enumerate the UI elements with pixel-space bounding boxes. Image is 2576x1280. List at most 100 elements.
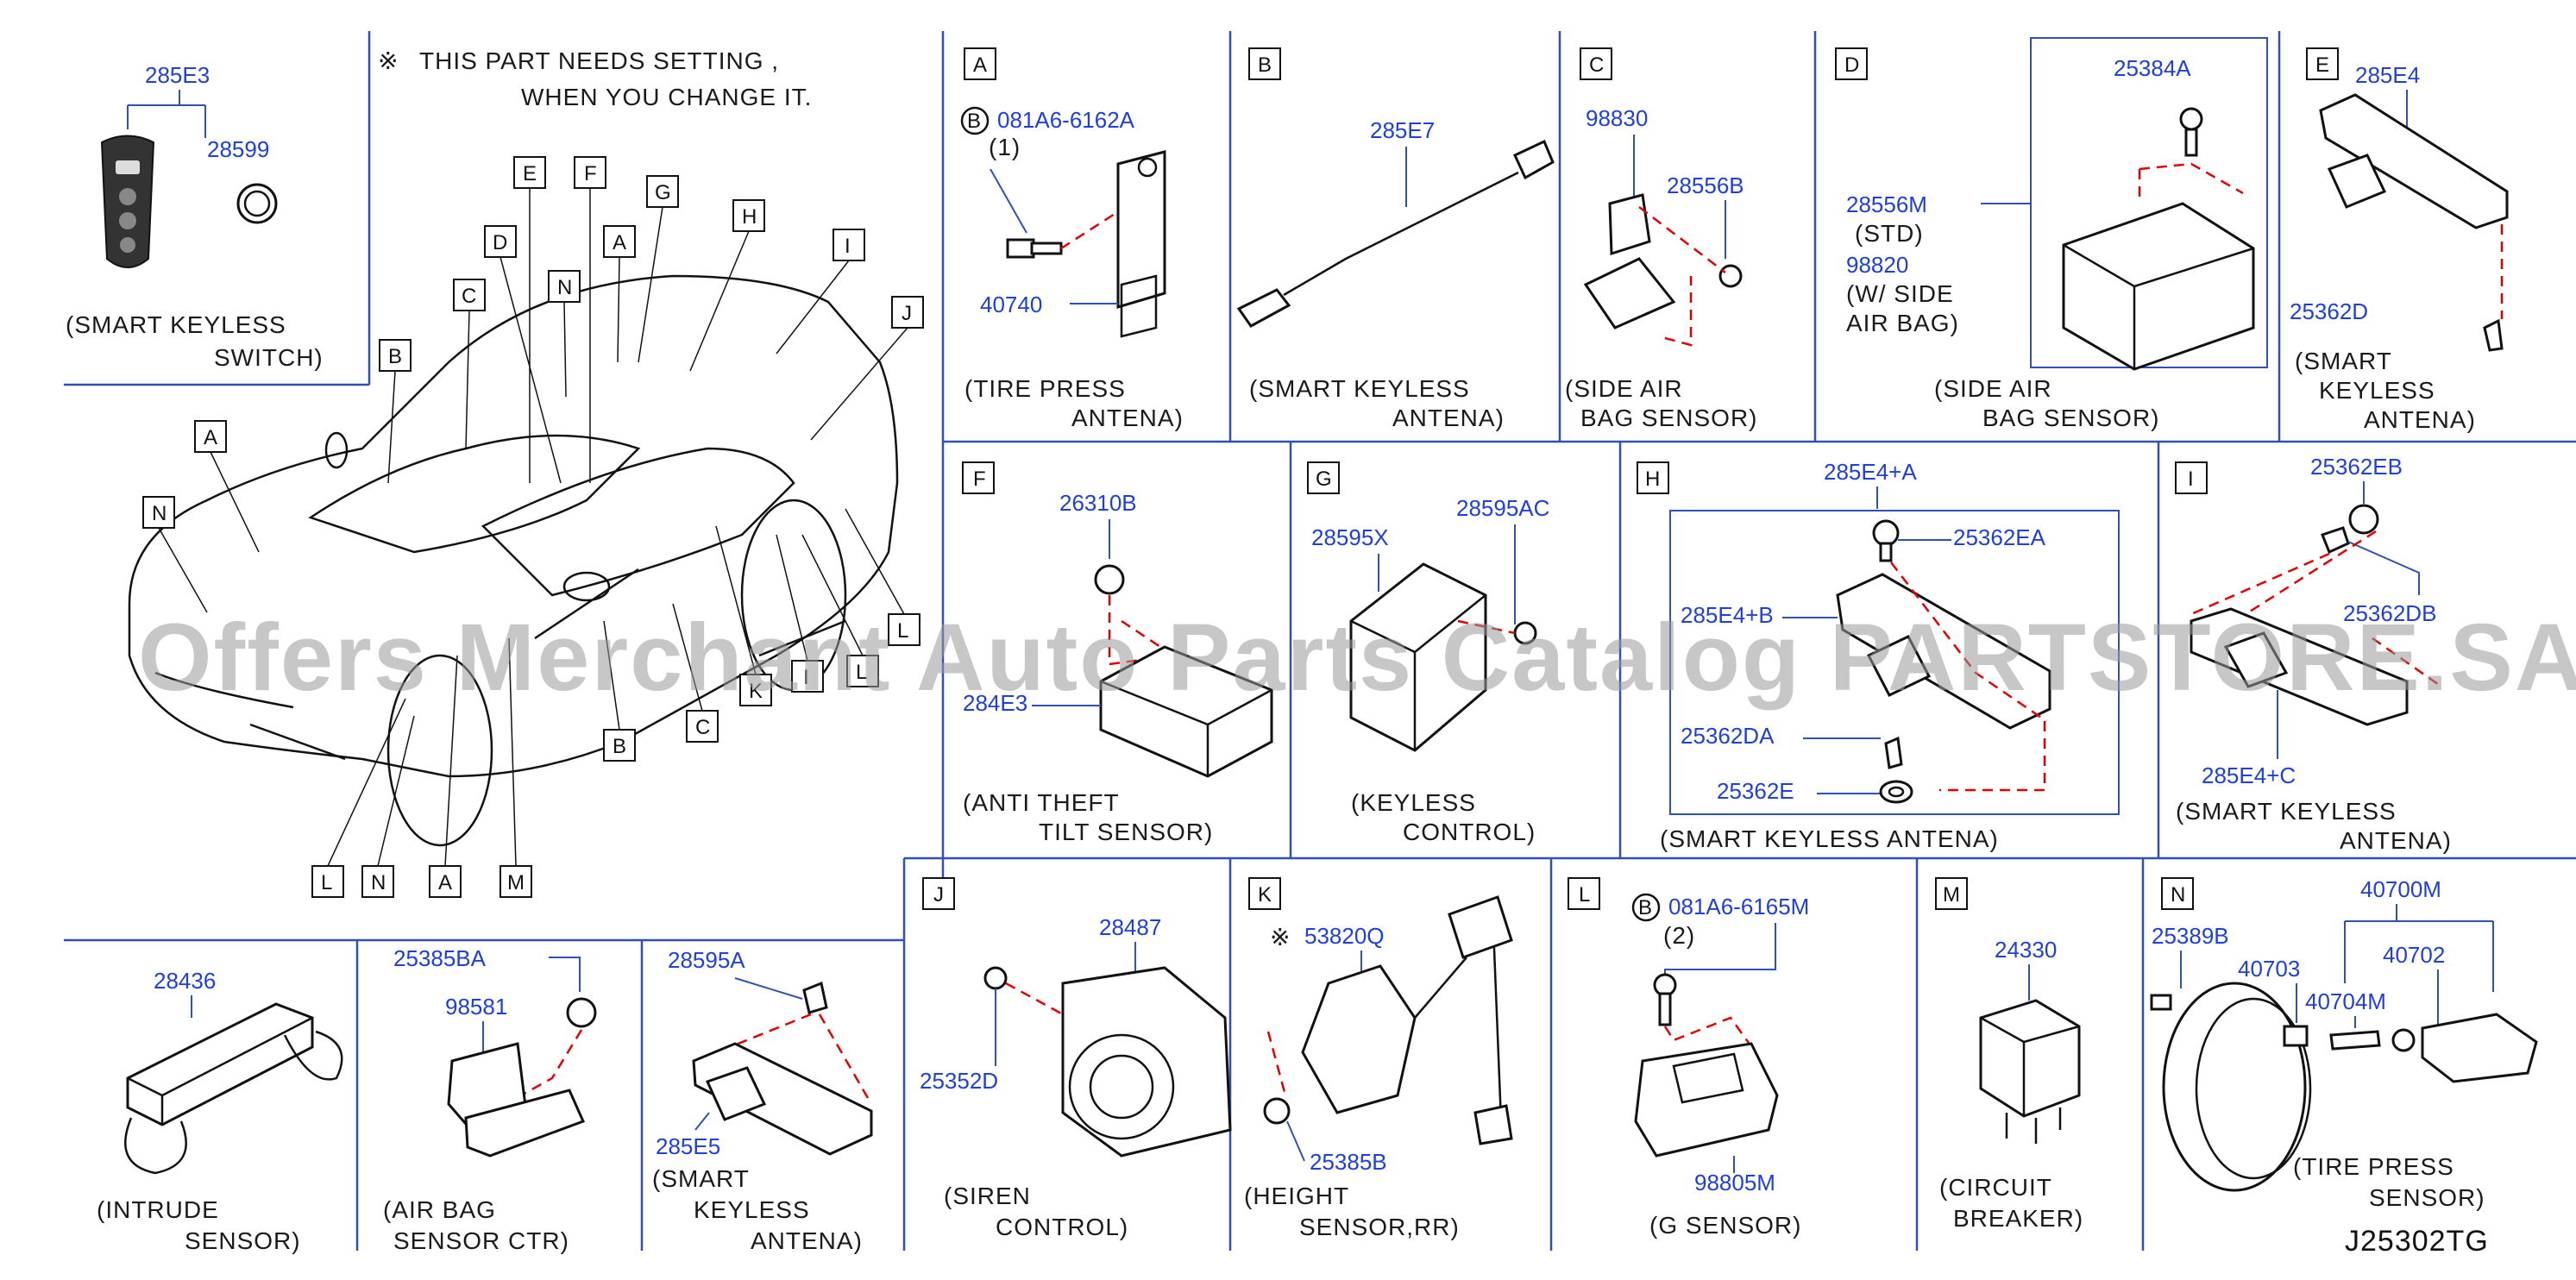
caption-E-3: ANTENA) bbox=[2364, 406, 2476, 433]
label-w-side: (W/ SIDE bbox=[1846, 280, 1954, 307]
pn-98581: 98581 bbox=[445, 994, 507, 1020]
panel-letter-J: J bbox=[933, 883, 944, 907]
car-label-F: F bbox=[584, 162, 597, 185]
panel-letter-G: G bbox=[1316, 467, 1332, 491]
pn-28595A: 28595A bbox=[668, 947, 745, 973]
panel-G: G 28595X 28595AC (KEYLESS CONTROL) bbox=[1307, 461, 1549, 845]
pn-40702: 40702 bbox=[2383, 942, 2445, 968]
circuit-breaker-icon bbox=[1979, 999, 2081, 1144]
screw-icon-2 bbox=[2483, 318, 2504, 352]
pn-53820Q: 53820Q bbox=[1304, 923, 1385, 949]
watermark: Offers Merchant Auto Parts Catalog PARTS… bbox=[138, 605, 2576, 711]
air-bag-sensor-module-icon bbox=[2062, 202, 2255, 371]
qty-1: (1) bbox=[989, 134, 1021, 160]
clip-icon bbox=[1872, 519, 1900, 562]
car-label-J: J bbox=[902, 302, 912, 325]
pn-28599: 28599 bbox=[207, 136, 269, 162]
pn-40703: 40703 bbox=[2238, 956, 2300, 982]
caption-G-2: CONTROL) bbox=[1403, 819, 1536, 845]
car-label-C: C bbox=[462, 285, 476, 308]
car-label-I: I bbox=[845, 235, 851, 258]
panel-C: C 98830 28556B (SIDE AIR BAG SENSOR) bbox=[1565, 47, 1756, 431]
panel-D: D 25384A 28556M (STD) 98820 (W/ SIDE AIR… bbox=[1835, 37, 2268, 431]
tire-wheel-icon bbox=[2162, 982, 2312, 1192]
smart-keyless-switch-group: 285E3 28599 (SMART KEYLESS SWITCH) bbox=[66, 62, 323, 371]
pn-40740: 40740 bbox=[980, 292, 1042, 317]
pn-25362E: 25362E bbox=[1717, 778, 1794, 804]
car-label-C2: C bbox=[695, 716, 710, 739]
panel-K: K ※ 53820Q 25385B (HEIGHT SENSOR,RR) bbox=[1244, 877, 1513, 1240]
pn-25362DA: 25362DA bbox=[1681, 723, 1775, 749]
panel-N: N 40700M 25389B 40703 40702 40704M (TIRE… bbox=[2150, 876, 2538, 1258]
air-bag-sensor-ctr-icon bbox=[447, 1042, 586, 1158]
car-label-L: L bbox=[897, 619, 908, 643]
caption-J-1: (SIREN bbox=[944, 1183, 1031, 1209]
smart-keyless-antena-bracket-icon bbox=[1836, 573, 2051, 730]
screw-icon-4 bbox=[2321, 526, 2350, 555]
diagram-code: J25302TG bbox=[2345, 1225, 2489, 1258]
caption-e5-3: ANTENA) bbox=[751, 1227, 863, 1254]
caption-E-1: (SMART bbox=[2295, 348, 2392, 374]
side-air-bag-sensor-icon bbox=[1583, 193, 1743, 329]
pn-98820: 98820 bbox=[1846, 252, 1908, 278]
panel-E: E 285E4 25362D (SMART KEYLESS ANTENA) bbox=[2290, 47, 2509, 433]
panel-letter-E: E bbox=[2315, 53, 2329, 77]
caption-I-1: (SMART KEYLESS bbox=[2176, 798, 2397, 825]
caption-N-2: SENSOR) bbox=[2369, 1184, 2485, 1211]
pn-25362EB: 25362EB bbox=[2310, 454, 2403, 480]
caption-switch-1: (SMART KEYLESS bbox=[66, 311, 286, 338]
panel-L: L B 081A6-6165M (2) 98805M (G SENSOR) bbox=[1568, 877, 1809, 1239]
panel-J: J 28487 25352D (SIREN CONTROL) bbox=[920, 877, 1232, 1240]
intrude-sensor-group: 28436 (INTRUDE SENSOR) bbox=[97, 968, 343, 1254]
panel-F: F 26310B 284E3 (ANTI THEFT TILT SENSOR) bbox=[962, 461, 1273, 845]
car-label-A2: A bbox=[204, 426, 217, 449]
grommet-icon-2 bbox=[2348, 504, 2379, 535]
panel-letter-N: N bbox=[2171, 883, 2185, 907]
caption-B-2: ANTENA) bbox=[1392, 405, 1505, 431]
caption-e5-1: (SMART bbox=[652, 1165, 750, 1192]
note-symbol: ※ bbox=[378, 47, 399, 74]
pn-40704M: 40704M bbox=[2305, 988, 2386, 1014]
pn-28595AC: 28595AC bbox=[1456, 495, 1549, 521]
pn-25362EA: 25362EA bbox=[1953, 524, 2046, 550]
pn-285E4-A: 285E4+A bbox=[1824, 459, 1917, 485]
caption-D-1: (SIDE AIR bbox=[1934, 375, 2052, 402]
screw-icon-6 bbox=[802, 981, 828, 1014]
bolt-icon bbox=[1006, 238, 1063, 259]
car-label-B: B bbox=[388, 345, 402, 368]
caption-C-1: (SIDE AIR bbox=[1565, 375, 1683, 402]
bolt-icon-2 bbox=[1653, 973, 1677, 1026]
pn-285E5: 285E5 bbox=[656, 1133, 720, 1159]
pn-25384A: 25384A bbox=[2114, 55, 2191, 81]
panel-letter-D: D bbox=[1844, 53, 1859, 77]
pn-284E3: 284E3 bbox=[963, 690, 1027, 716]
pn-28556B: 28556B bbox=[1667, 173, 1744, 198]
pn-98805M: 98805M bbox=[1694, 1170, 1775, 1195]
keyless-antena-rod-icon bbox=[1236, 139, 1555, 328]
panel-A: A B 081A6-6162A (1) 40740 (TIRE PRESS AN… bbox=[960, 47, 1183, 431]
car-label-L2: L bbox=[856, 661, 867, 684]
caption-A-1: (TIRE PRESS bbox=[964, 375, 1126, 402]
caption-D-2: BAG SENSOR) bbox=[1982, 405, 2159, 431]
car-label-M: M bbox=[507, 871, 525, 894]
panel-letter-B: B bbox=[1258, 53, 1272, 77]
panel-letter-I: I bbox=[2188, 467, 2194, 491]
nut-icon bbox=[1094, 564, 1125, 595]
screw-icon-3 bbox=[1884, 736, 1903, 769]
pn-285E3: 285E3 bbox=[145, 62, 210, 88]
caption-K-1: (HEIGHT bbox=[1244, 1183, 1349, 1209]
height-sensor-icon bbox=[1301, 895, 1513, 1145]
pn-25385BA: 25385BA bbox=[393, 945, 487, 971]
note-line-1: THIS PART NEEDS SETTING , bbox=[419, 47, 779, 74]
air-bag-sensor-ctr-group: 25385BA 98581 (AIR BAG SENSOR CTR) bbox=[383, 945, 597, 1254]
caption-M-2: BREAKER) bbox=[1953, 1205, 2083, 1232]
smart-keyless-antena-bracket-icon-2 bbox=[2190, 607, 2409, 726]
car-label-A3: A bbox=[438, 871, 452, 894]
caption-J-2: CONTROL) bbox=[996, 1214, 1128, 1240]
ref-circle-B: B bbox=[967, 110, 981, 133]
siren-control-icon bbox=[1061, 966, 1232, 1158]
panel-letter-L: L bbox=[1579, 883, 1590, 907]
caption-H-1: (SMART KEYLESS ANTENA) bbox=[1660, 825, 1999, 852]
car-label-N2: N bbox=[152, 502, 166, 525]
setting-symbol-K: ※ bbox=[1270, 924, 1291, 951]
